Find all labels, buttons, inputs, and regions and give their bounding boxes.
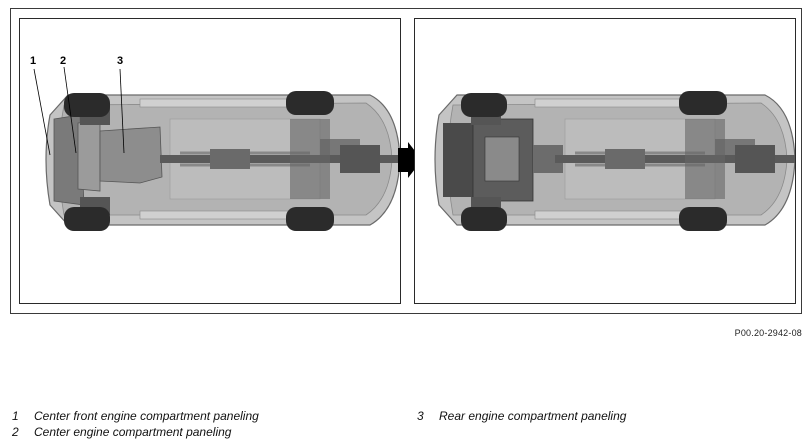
legend-text: Rear engine compartment paneling [439, 409, 627, 423]
legend-item-3: 3 Rear engine compartment paneling [417, 409, 626, 423]
legend-text: Center engine compartment paneling [34, 425, 232, 439]
callout-2: 2 [60, 55, 67, 67]
figure-reference-code: P00.20-2942-08 [734, 328, 802, 338]
legend-item-1: 1 Center front engine compartment panelin… [12, 409, 259, 423]
legend-text: Center front engine compartment paneling [34, 409, 259, 423]
legend-item-2: 2 Center engine compartment paneling [12, 425, 231, 439]
callout-1: 1 [30, 55, 37, 67]
callout-3: 3 [117, 55, 124, 67]
underbody-with-paneling-illustration [33, 66, 400, 231]
underbody-with-paneling-panel: 1 2 3 [19, 18, 401, 304]
legend-number: 2 [12, 425, 19, 439]
underbody-without-paneling-illustration [434, 91, 795, 231]
legend-number: 1 [12, 409, 19, 423]
underbody-without-paneling-panel [414, 18, 796, 304]
legend-number: 3 [417, 409, 424, 423]
right-arrow-icon [398, 142, 422, 178]
